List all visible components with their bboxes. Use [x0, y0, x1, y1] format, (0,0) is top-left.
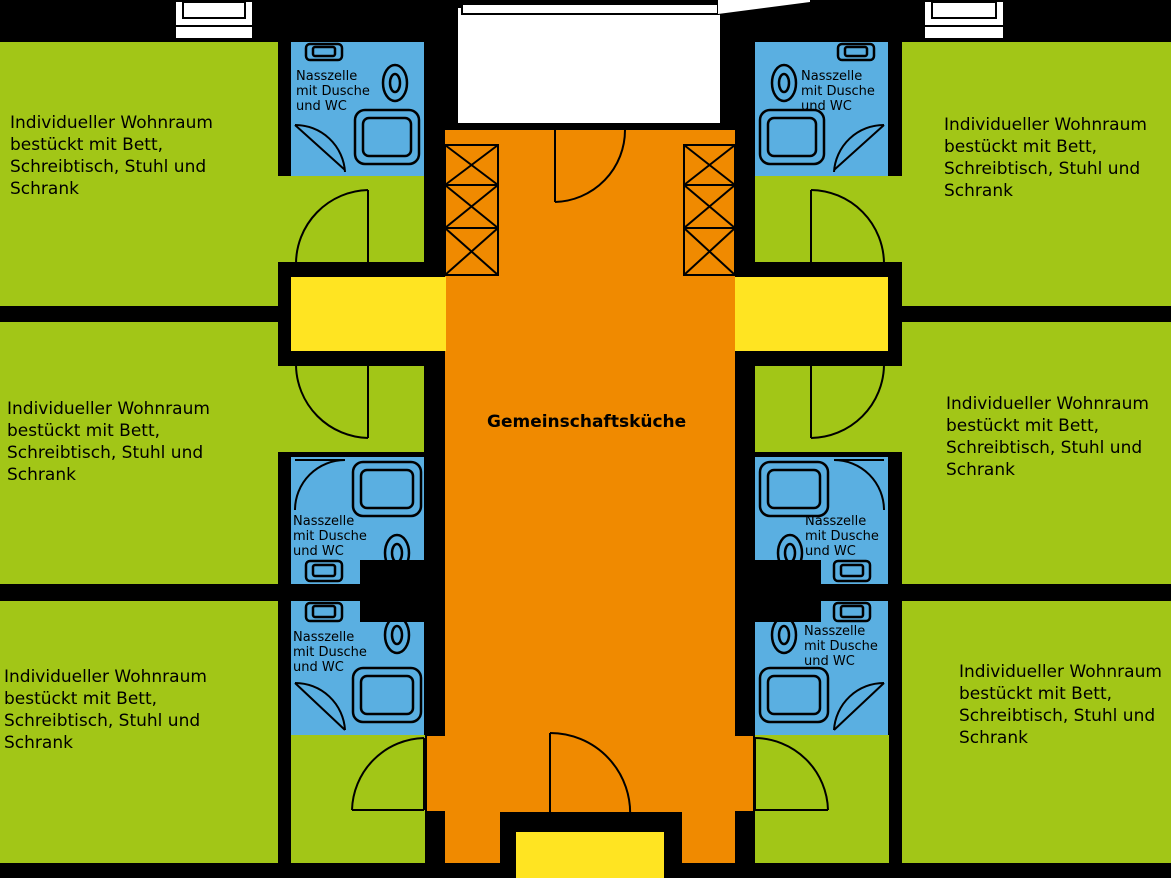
room-label: Individueller Wohnraum bestückt mit Bett… — [944, 115, 1147, 201]
kitchen-label: Gemeinschaftsküche — [487, 412, 687, 432]
entrance-hallway — [516, 832, 664, 878]
door-swing-icon — [549, 731, 632, 819]
wet-cell-label: Nasszelle mit Dusche und WC — [801, 69, 875, 114]
wet-cell-label: Nasszelle mit Dusche und WC — [805, 514, 879, 559]
window-icon — [176, 1, 252, 38]
hallway-right — [735, 277, 888, 351]
wet-cell-label: Nasszelle mit Dusche und WC — [293, 630, 367, 675]
room-right-2 — [755, 322, 1171, 584]
shower-tray-icon — [351, 460, 423, 518]
room-left-3 — [0, 601, 425, 863]
door-swing-icon — [294, 459, 346, 511]
door-swing-icon — [554, 129, 626, 203]
door-swing-icon — [833, 459, 885, 511]
wet-cell-label: Nasszelle mit Dusche und WC — [296, 69, 370, 114]
sink-icon — [304, 559, 344, 583]
cabinet-cross-icon — [444, 144, 499, 276]
door-swing-icon — [833, 123, 885, 173]
door-swing-icon — [810, 189, 885, 265]
room-right-1 — [755, 42, 1171, 306]
room-label: Individueller Wohnraum bestückt mit Bett… — [946, 394, 1149, 480]
room-label: Individueller Wohnraum bestückt mit Bett… — [7, 399, 210, 485]
door-swing-icon — [294, 681, 346, 731]
door-swing-icon — [810, 364, 885, 439]
shower-tray-icon — [758, 460, 830, 518]
wet-cell-label: Nasszelle mit Dusche und WC — [293, 514, 367, 559]
sink-icon — [304, 601, 344, 623]
room-label: Individueller Wohnraum bestückt mit Bett… — [4, 667, 207, 753]
shower-tray-icon — [351, 666, 423, 724]
window-icon — [925, 1, 1003, 38]
door-swing-icon — [295, 364, 369, 439]
shower-tray-icon — [353, 108, 421, 166]
room-label: Individueller Wohnraum bestückt mit Bett… — [959, 662, 1162, 748]
door-swing-icon — [754, 737, 829, 811]
door-swing-icon — [351, 737, 425, 811]
toilet-icon — [383, 615, 411, 655]
room-label: Individueller Wohnraum bestückt mit Bett… — [10, 113, 213, 199]
room-left-2 — [0, 322, 424, 584]
door-swing-icon — [294, 123, 346, 173]
toilet-icon — [770, 63, 798, 103]
cabinet-cross-icon — [683, 144, 736, 276]
sink-icon — [832, 559, 872, 583]
toilet-icon — [770, 615, 798, 655]
entrance-window-icon — [458, 0, 811, 123]
door-swing-icon — [833, 681, 885, 731]
room-left-1 — [0, 42, 424, 306]
sink-icon — [836, 42, 876, 62]
wet-cell-label: Nasszelle mit Dusche und WC — [804, 624, 878, 669]
room-right-3 — [755, 601, 1171, 863]
door-swing-icon — [295, 189, 369, 265]
sink-icon — [304, 42, 344, 62]
shower-tray-icon — [758, 666, 830, 724]
toilet-icon — [381, 63, 409, 103]
shower-tray-icon — [758, 108, 826, 166]
sink-icon — [832, 601, 872, 623]
hallway-left — [291, 277, 446, 351]
toilet-icon — [776, 533, 804, 573]
toilet-icon — [383, 533, 411, 573]
